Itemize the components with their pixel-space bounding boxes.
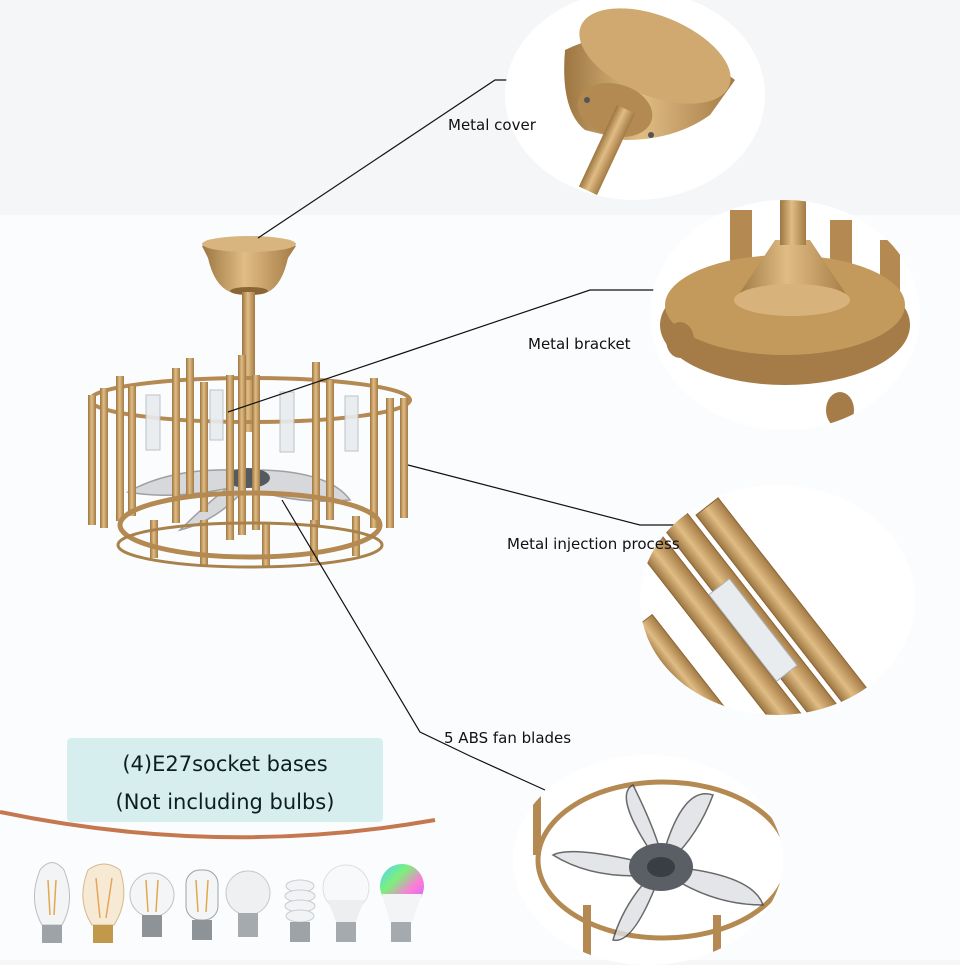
- metal-injection-detail: [640, 485, 915, 715]
- label-metal-injection: Metal injection process: [507, 535, 680, 553]
- note-line-2: (Not including bulbs): [115, 790, 335, 814]
- fan-blades-detail: [513, 755, 783, 965]
- metal-cover-detail: [505, 0, 765, 200]
- label-metal-bracket: Metal bracket: [528, 335, 631, 353]
- socket-note-box: (4)E27socket bases (Not including bulbs): [67, 738, 383, 822]
- note-line-1: (4)E27socket bases: [122, 752, 328, 776]
- metal-bracket-detail: [650, 200, 920, 430]
- label-fan-blades: 5 ABS fan blades: [444, 729, 572, 747]
- label-metal-cover: Metal cover: [448, 116, 536, 134]
